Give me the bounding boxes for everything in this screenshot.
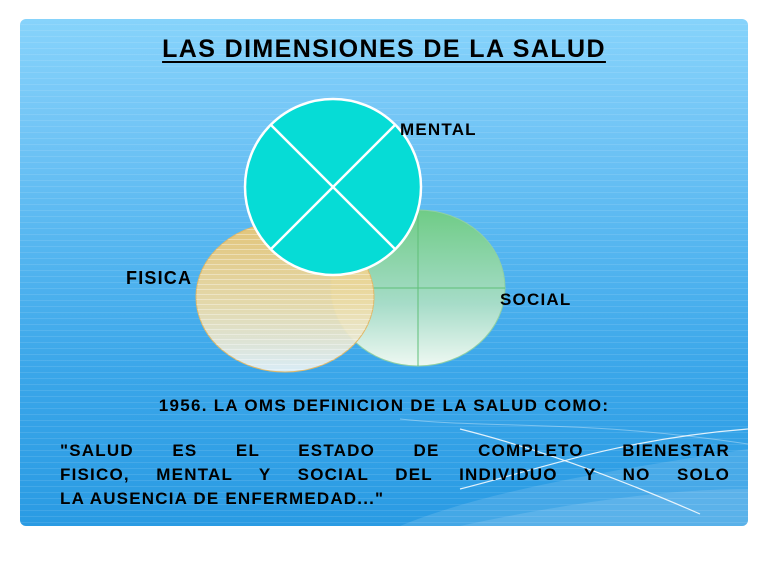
definition-quote: "SALUD ES EL ESTADO DE COMPLETO BIENESTA… [60,439,730,511]
label-mental: MENTAL [400,120,477,139]
quote-line: "SALUD ES EL ESTADO DE COMPLETO BIENESTA… [60,441,730,460]
slide: LAS DIMENSIONES DE LA SALUD [20,19,748,526]
circle-mental [243,97,423,277]
definition-heading: 1956. LA OMS DEFINICION DE LA SALUD COMO… [158,396,610,415]
label-fisica: FISICA [126,268,193,288]
quote-line: LA AUSENCIA DE ENFERMEDAD..." [60,489,385,508]
slide-title: LAS DIMENSIONES DE LA SALUD [162,35,606,63]
label-social: SOCIAL [500,290,572,309]
quote-line: FISICO, MENTAL Y SOCIAL DEL INDIVIDUO Y … [60,465,730,484]
venn-diagram [195,97,506,373]
